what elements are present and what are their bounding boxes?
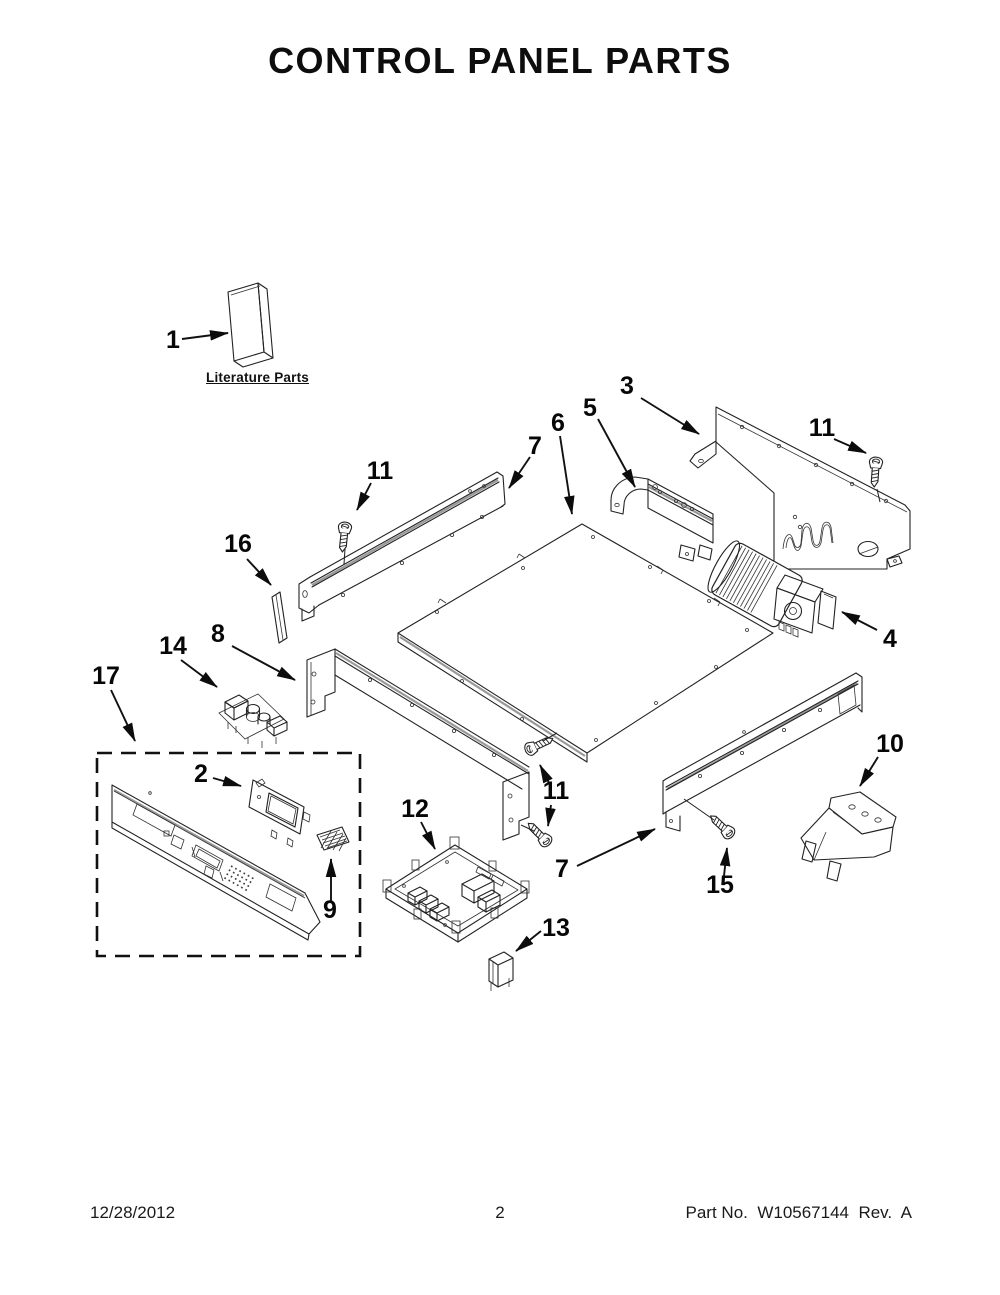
callout-14: 14 [159, 632, 187, 660]
screw-holes [739, 424, 889, 530]
callout-2: 2 [194, 760, 208, 788]
callout-9: 9 [323, 896, 337, 924]
callout-arrow-12 [420, 821, 436, 850]
callout-13: 13 [542, 914, 570, 942]
callout-3: 3 [620, 372, 634, 400]
part-15-screw [705, 810, 738, 842]
footer-page-number: 2 [495, 1203, 505, 1222]
part-9-vent-grille [316, 826, 350, 852]
callout-arrow-7-upper [508, 456, 531, 489]
callout-16: 16 [224, 530, 252, 558]
callout-11-top-right: 11 [809, 414, 836, 442]
keypad-dot-grid [223, 865, 255, 892]
callout-12: 12 [401, 795, 429, 823]
footer-date: 12/28/2012 [90, 1203, 176, 1222]
part-16-spacer-strip [271, 591, 288, 644]
part-11-screw-left [335, 520, 353, 554]
callout-7-lower: 7 [555, 855, 569, 883]
callout-arrow-8 [231, 645, 296, 681]
part-1-literature-book [227, 282, 274, 368]
part-13-switch [488, 951, 514, 991]
callout-arrow-11-top-right [833, 438, 867, 454]
callout-arrow-17 [110, 689, 136, 742]
part-14-power-module [218, 693, 288, 748]
part-12-control-board [382, 836, 530, 943]
callout-arrow-16 [246, 558, 272, 586]
callout-arrow-11-center-up [539, 764, 553, 784]
callout-arrow-15 [719, 847, 731, 877]
relays [402, 860, 505, 927]
part-7-side-rail-left [298, 471, 506, 622]
part-3-rear-panel [689, 406, 911, 570]
callout-arrow-6 [559, 435, 575, 515]
page-title: CONTROL PANEL PARTS [268, 40, 732, 81]
part-6-top-panel [397, 523, 774, 763]
assembly-dashed-box [95, 751, 362, 958]
part-7-side-rail-right [662, 672, 863, 832]
footer-part-info: Part No. W10567144 Rev. A [685, 1203, 912, 1222]
part-11-screw-center-lower [523, 818, 555, 850]
callout-arrow-4 [841, 611, 878, 631]
callout-arrow-5 [597, 418, 636, 488]
callout-7-upper: 7 [528, 432, 542, 460]
callout-8: 8 [211, 620, 225, 648]
callout-arrow-14 [180, 659, 218, 688]
control-panel-overlay [111, 784, 321, 941]
wavy-slot [782, 521, 834, 551]
callout-labels: 1 3 5 6 7 11 16 11 8 14 17 2 9 12 11 13 … [92, 326, 904, 942]
callout-arrow-7-lower [576, 828, 656, 867]
callout-arrow-2 [212, 775, 242, 787]
callout-arrow-3 [640, 397, 700, 435]
part-10-mounting-bracket [800, 791, 897, 882]
callout-6: 6 [551, 409, 565, 437]
callout-4: 4 [883, 625, 897, 653]
part-11-screw-top-right [867, 456, 884, 488]
callout-arrow-1 [181, 330, 229, 341]
edge-details [435, 535, 749, 742]
leader-lines [343, 488, 881, 832]
callout-arrow-11-left [356, 482, 372, 511]
callout-1: 1 [166, 326, 180, 354]
part-4-blower-motor [707, 540, 837, 638]
callout-17: 17 [92, 662, 120, 690]
part-2-display-module [248, 778, 311, 848]
part-8-front-rail [306, 648, 530, 841]
callout-11-left: 11 [367, 457, 394, 485]
callout-arrow-13 [515, 930, 542, 952]
part-17-panel-assembly [95, 751, 362, 958]
literature-parts-label: Literature Parts [206, 370, 309, 385]
part-5-support-bracket [610, 476, 714, 562]
callout-arrow-11-center-down [545, 804, 556, 827]
callout-arrow-10 [859, 756, 879, 787]
callout-arrows [110, 330, 879, 952]
callout-11-center: 11 [543, 777, 570, 805]
callout-5: 5 [583, 394, 597, 422]
callout-10: 10 [876, 730, 904, 758]
callout-15: 15 [706, 871, 734, 899]
